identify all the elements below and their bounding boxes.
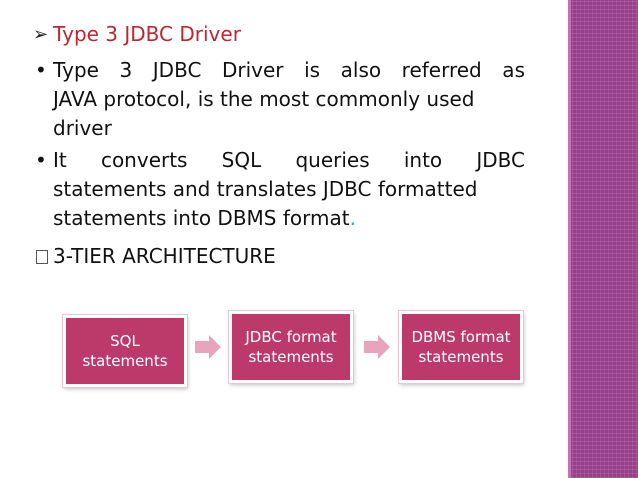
side-decoration-bar [568, 0, 638, 478]
right-arrow-icon [364, 335, 390, 359]
flow-step-line2: statements [82, 352, 168, 370]
right-arrow-icon [195, 335, 221, 359]
flow-step-line1: JDBC format [245, 328, 337, 346]
bullet2-line2: statements and translates JDBC formatted [53, 177, 478, 201]
sub-heading: 3-TIER ARCHITECTURE [53, 244, 276, 268]
flow-step-jdbc: JDBC format statements [229, 311, 353, 383]
flow-step-line2: statements [418, 348, 504, 366]
bullet2-line3: statements into DBMS format. [53, 204, 525, 233]
bullet2-line1: It converts SQL queries into JDBC [53, 148, 525, 172]
flow-step-line1: SQL [110, 332, 140, 350]
square-bullet-icon [36, 250, 48, 264]
bullet2-period: . [349, 206, 356, 230]
dot-bullet-icon: • [35, 148, 47, 172]
flow-step-sql: SQL statements [63, 315, 187, 387]
bullet1-line2: JAVA protocol, is the most commonly used [53, 87, 475, 111]
bullet1-line3: driver [53, 116, 112, 140]
bullet1-line1: Type 3 JDBC Driver is also referred as [53, 58, 525, 82]
flow-step-dbms: DBMS format statements [399, 311, 523, 383]
slide-heading: Type 3 JDBC Driver [53, 22, 241, 46]
flow-step-line2: statements [248, 348, 334, 366]
slide-content: ➢ Type 3 JDBC Driver • Type 3 JDBC Drive… [33, 22, 525, 387]
bullet2-line3-text: statements into DBMS format [53, 206, 350, 230]
arrow-bullet-icon: ➢ [33, 24, 49, 45]
flow-step-line1: DBMS format [411, 328, 511, 346]
dot-bullet-icon: • [35, 58, 47, 82]
